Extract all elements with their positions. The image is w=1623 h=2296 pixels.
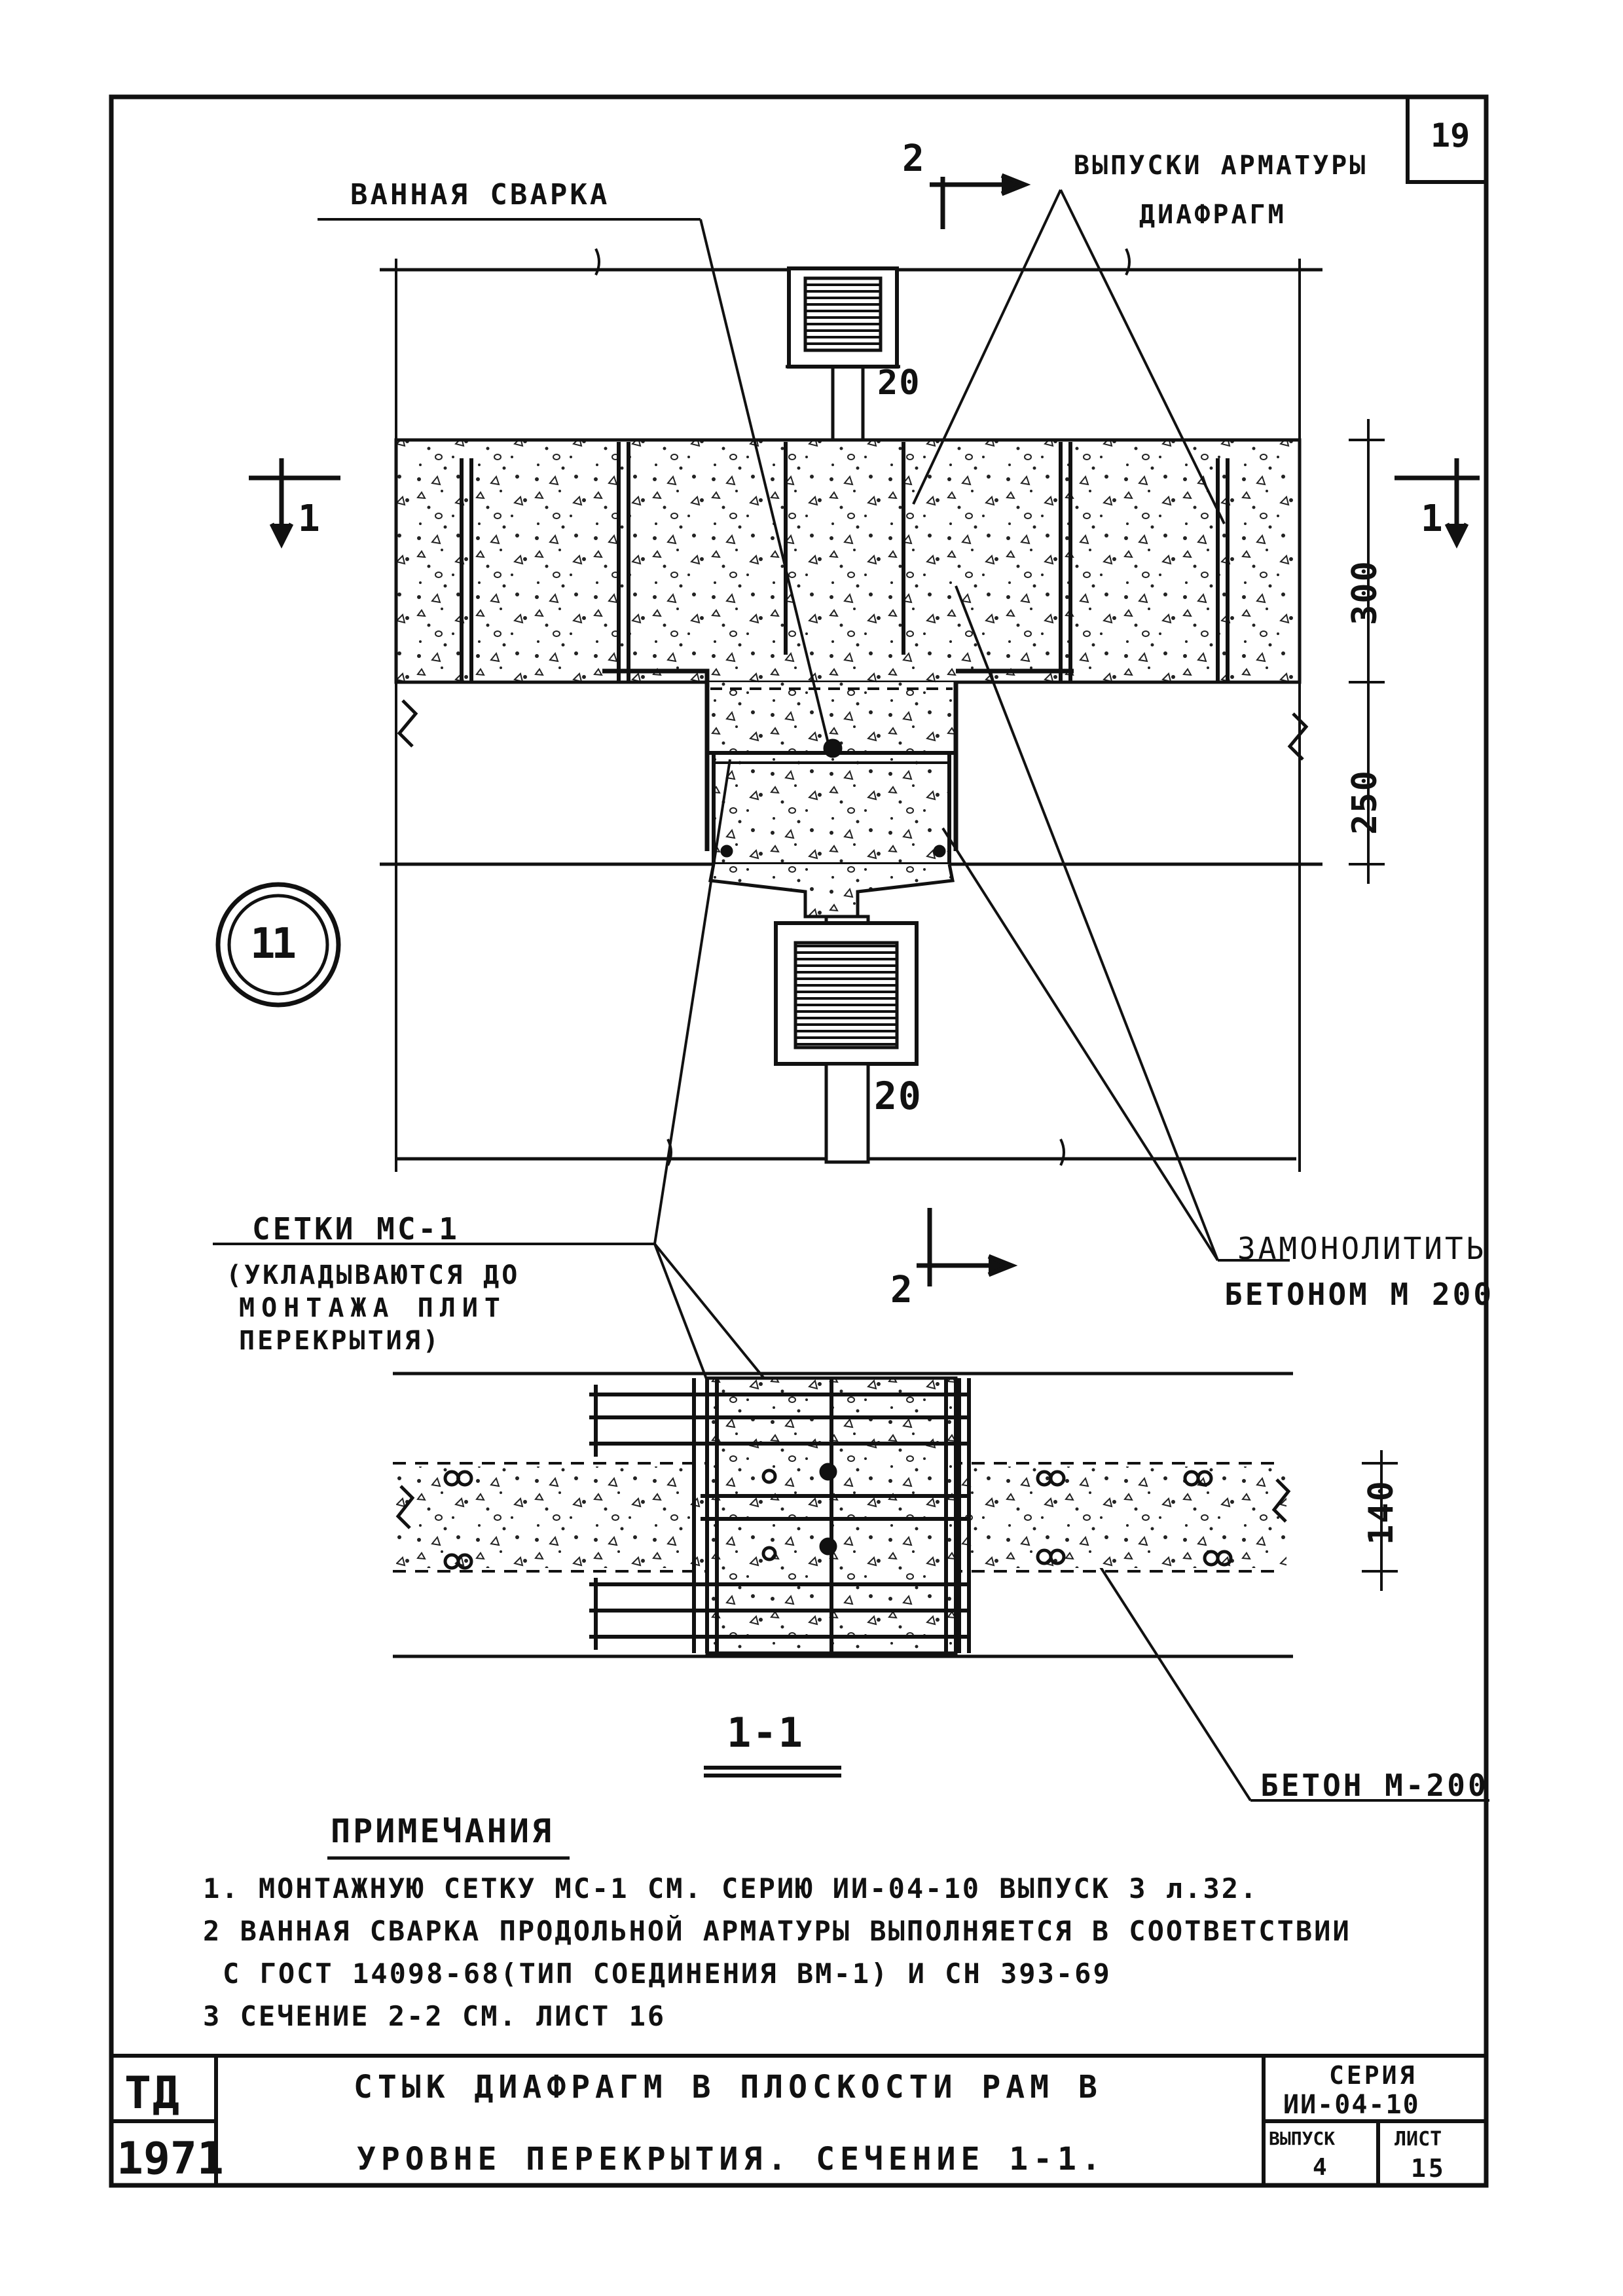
note-3: С ГОСТ 14098-68(ТИП СОЕДИНЕНИЯ ВМ-1) И С… [223,1958,1112,1990]
label-mesh-4: ПЕРЕКРЫТИЯ) [239,1326,441,1356]
title-line-2: УРОВНЕ ПЕРЕКРЫТИЯ. СЕЧЕНИЕ 1-1. [357,2141,1106,2178]
sheet-number-box [1406,95,1488,184]
label-mesh-3: МОНТАЖА ПЛИТ [239,1293,507,1323]
notes-heading: ПРИМЕЧАНИЯ [331,1812,555,1850]
section-title-underline [704,1766,841,1777]
title-year: 1971 [117,2133,224,2185]
note-2: 2 ВАННАЯ СВАРКА ПРОДОЛЬНОЙ АРМАТУРЫ ВЫПО… [203,1915,1351,1947]
section-1-1 [393,1372,1293,1658]
issue-label: ВЫПУСК [1269,2128,1336,2149]
section-1-left-number: 1 [298,498,321,540]
section-1-left-mark [249,458,340,549]
section-1-right-mark [1395,458,1480,549]
label-mesh-2: (УКЛАДЫВАЮТСЯ ДО [226,1260,520,1290]
dimension-section-depth: 140 [1362,1480,1401,1545]
joint-core [712,751,951,866]
note-1: 1. МОНТАЖНУЮ СЕТКУ МС-1 СМ. СЕРИЮ ИИ-04-… [203,1872,1259,1904]
node-number: 11 [250,920,297,968]
plan-view [380,248,1322,1172]
section-2-bottom-mark [917,1208,1018,1286]
upper-slab [394,438,1302,684]
sheet-value: 15 [1411,2154,1446,2183]
leader-lines [213,189,1489,1802]
section-1-right-number: 1 [1421,498,1444,540]
label-rebar-outlets-1: ВЫПУСКИ АРМАТУРЫ [1074,151,1368,181]
dimension-lines-right [1349,419,1385,884]
dimension-slab-depth: 300 [1345,560,1385,625]
node-marker [215,882,341,1008]
label-concrete: БЕТОН М-200 [1260,1768,1489,1803]
series-value: ИИ-04-10 [1283,2090,1420,2120]
section-2-top-mark [930,173,1031,229]
sheet-frame [109,94,1489,2188]
title-block [111,2054,1486,2185]
section-2-top-number: 2 [902,137,926,180]
title-org: ТД [124,2068,181,2119]
issue-value: 4 [1313,2154,1330,2181]
section-title: 1-1 [727,1709,804,1757]
section-dimension-line [1362,1450,1398,1591]
label-monolith-2: БЕТОНОМ М 200 [1224,1277,1495,1312]
series-label: СЕРИЯ [1329,2061,1417,2090]
sheet-label: ЛИСТ [1395,2128,1442,2151]
label-monolith-1: ЗАМОНОЛИТИТЬ [1237,1231,1487,1266]
sheet-number: 19 [1431,117,1470,155]
dimension-lower-depth: 250 [1345,769,1385,835]
section-2-bottom-number: 2 [890,1269,914,1311]
dimension-gap-bottom: 20 [874,1074,922,1118]
note-4: 3 СЕЧЕНИЕ 2-2 СМ. ЛИСТ 16 [203,2000,666,2032]
label-rebar-outlets-2: ДИАФРАГМ [1139,200,1286,230]
dimension-gap-top: 20 [877,363,921,403]
title-line-1: СТЫК ДИАФРАГМ В ПЛОСКОСТИ РАМ В [354,2069,1103,2105]
label-mesh-1: СЕТКИ МС-1 [252,1211,460,1247]
label-bath-welding: ВАННАЯ СВАРКА [350,178,610,211]
